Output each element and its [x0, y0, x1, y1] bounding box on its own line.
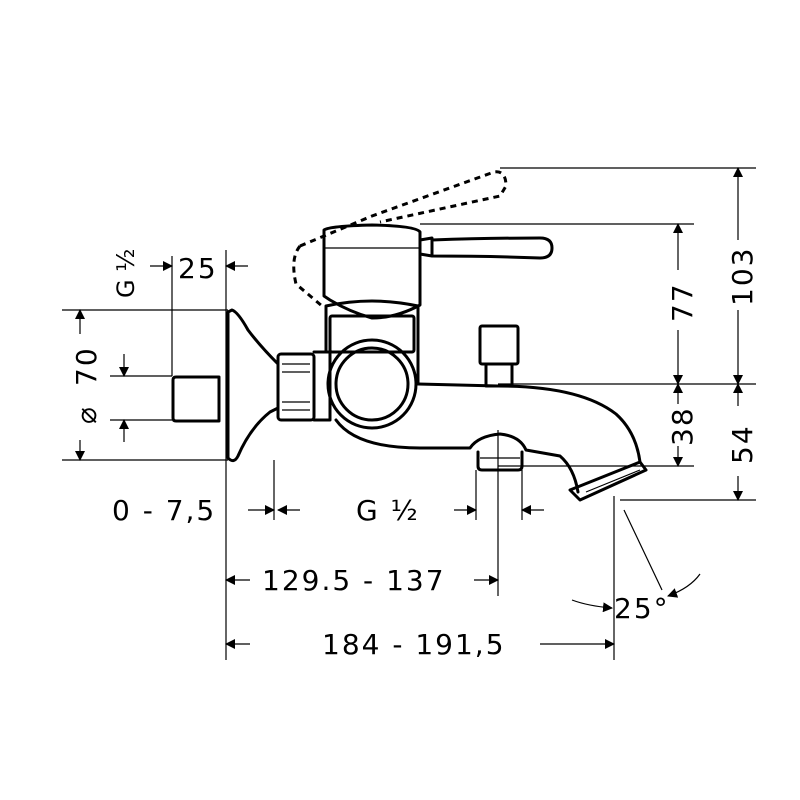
diverter-round: [326, 338, 418, 430]
dimension-labels: G ½ 25 70 ⌀ 0 - 7,5 G ½ 129.5 - 137 184 …: [70, 247, 759, 661]
lever-alt-position: [292, 170, 508, 308]
bottom-outlet: [476, 450, 524, 472]
label-103: 103: [726, 247, 759, 306]
wall-connector: [171, 375, 221, 423]
label-184-191: 184 - 191,5: [322, 628, 506, 661]
label-38: 38: [666, 406, 699, 446]
label-77: 77: [666, 282, 699, 322]
label-g-half-left: G ½: [112, 249, 140, 299]
label-70: 70: [70, 346, 103, 386]
body-neck: [312, 350, 332, 422]
label-g-half-bottom: G ½: [356, 494, 420, 527]
faucet-outline: [171, 170, 648, 502]
label-25-degrees: 25°: [614, 592, 670, 625]
label-54: 54: [726, 424, 759, 464]
lever-head: [322, 223, 422, 320]
diverter-knob: [478, 324, 520, 366]
dimension-arrows: [75, 167, 743, 649]
label-25: 25: [178, 252, 218, 285]
spout: [334, 382, 642, 494]
spout-outlet: [568, 460, 648, 502]
wall-flange: [226, 308, 280, 463]
lever-handle: [418, 236, 554, 260]
label-129-137: 129.5 - 137: [262, 564, 446, 597]
label-diameter-symbol: ⌀: [70, 405, 103, 424]
threaded-nut: [276, 352, 316, 422]
extension-lines: [62, 167, 756, 660]
label-0-7-5: 0 - 7,5: [112, 494, 216, 527]
